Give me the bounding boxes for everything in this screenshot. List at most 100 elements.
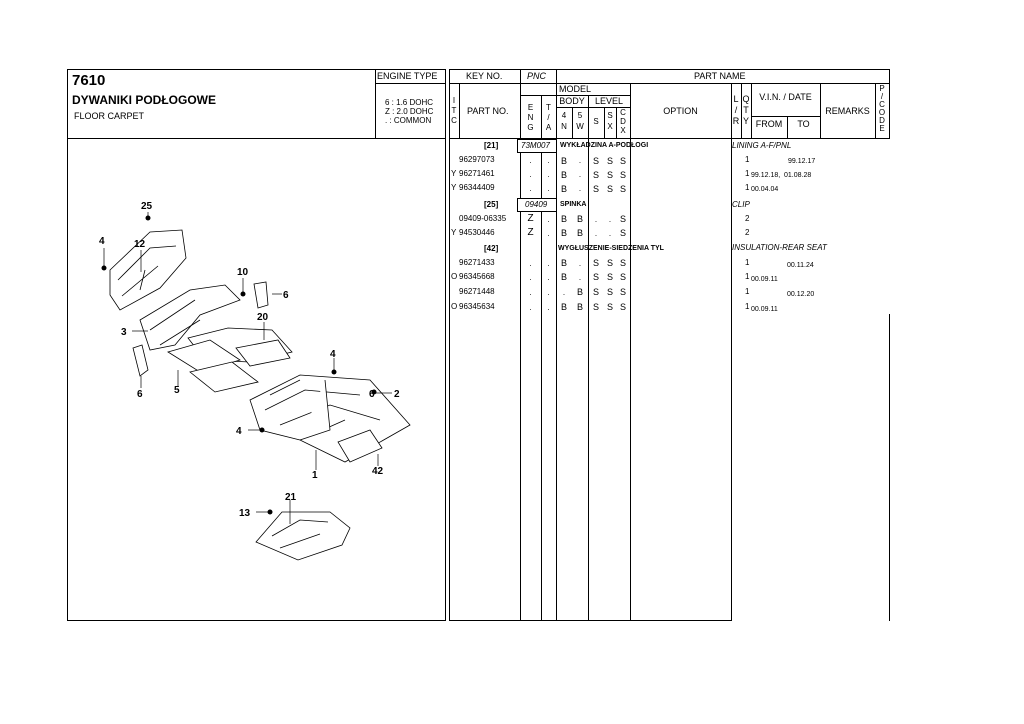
floor-carpet-diagram: 25 4 12 10 6 20 3 4 6 5 6 2 4 1 42 21 13 — [99, 201, 411, 561]
row6-4n: B — [560, 228, 567, 238]
row3-qty: 1 — [745, 183, 750, 192]
row2-qty: 1 — [745, 169, 750, 178]
col-qty-3: Y — [742, 116, 749, 126]
engine-type-label: ENGINE TYPE — [377, 71, 438, 81]
row11-cdx: S — [619, 302, 626, 312]
callout-13: 13 — [239, 508, 251, 519]
row11-5w: B — [576, 302, 583, 312]
col-lr-3: R — [732, 116, 740, 126]
row5-sx: . — [608, 215, 612, 224]
row10-s: S — [592, 287, 599, 297]
row3-part-no: 96344409 — [459, 183, 495, 192]
row1-4n: B — [560, 156, 567, 166]
callout-6-b: 6 — [137, 389, 143, 400]
row10-part-no: 96271448 — [459, 287, 495, 296]
callout-6-a: 6 — [283, 290, 289, 301]
row3-s: S — [592, 184, 599, 194]
callout-42: 42 — [372, 466, 384, 477]
row3-sx: S — [606, 184, 613, 194]
col-4n-2: N — [561, 122, 567, 131]
row2-s: S — [592, 170, 599, 180]
col-part-no: PART NO. — [467, 106, 509, 116]
col-part-name: PART NAME — [694, 71, 746, 81]
col-itc-3: C — [451, 116, 457, 125]
row5-qty: 2 — [745, 214, 750, 223]
col-eng-3: G — [527, 123, 534, 132]
callout-4-a: 4 — [99, 236, 105, 247]
callout-5: 5 — [174, 385, 180, 396]
row5-eng: Z — [527, 213, 534, 224]
col-5w-1: 5 — [577, 111, 583, 120]
col-remarks: REMARKS — [825, 106, 870, 116]
row0-pnc: 73M007 — [521, 141, 550, 150]
row8-part-no: 96271433 — [459, 258, 495, 267]
row2-itc: Y — [451, 169, 457, 178]
col-cdx-1: C — [620, 108, 626, 117]
row3-eng: . — [529, 184, 532, 193]
col-key-no: KEY NO. — [466, 71, 503, 81]
row8-s: S — [592, 258, 599, 268]
row3-itc: Y — [451, 183, 457, 192]
row9-sx: S — [606, 272, 613, 282]
engine-line-3: . : COMMON — [385, 116, 432, 125]
row0-name-pl: WYKŁADZINA A-PODŁOGI — [560, 142, 649, 149]
row9-4n: B — [560, 272, 567, 282]
row8-sx: S — [606, 258, 613, 268]
row9-from: 00.09.11 — [751, 276, 778, 283]
row1-part-no: 96297073 — [459, 155, 495, 164]
col-sx-2: X — [607, 122, 613, 131]
row1-ta: . — [547, 156, 550, 165]
row11-eng: . — [529, 303, 532, 312]
callout-25: 25 — [141, 201, 153, 212]
callout-21: 21 — [285, 492, 297, 503]
col-5w-2: W — [576, 122, 584, 131]
row0-key: [21] — [484, 141, 499, 150]
row11-4n: B — [560, 302, 567, 312]
col-pcode-1: P — [879, 84, 885, 93]
row9-ta: . — [547, 273, 550, 282]
row6-eng: Z — [527, 227, 534, 238]
callout-12: 12 — [134, 239, 146, 250]
row8-5w: . — [578, 259, 582, 268]
row1-qty: 1 — [745, 155, 750, 164]
row7-key: [42] — [484, 244, 499, 253]
row4-name-pl: SPINKA — [560, 201, 587, 208]
row6-5w: B — [576, 228, 583, 238]
row5-ta: . — [547, 215, 550, 224]
row10-ta: . — [547, 288, 550, 297]
row10-5w: B — [576, 287, 583, 297]
row9-qty: 1 — [745, 272, 750, 281]
row11-from: 00.09.11 — [751, 306, 778, 313]
row10-to: 00.12.20 — [787, 291, 815, 298]
col-pcode-6: E — [879, 124, 885, 133]
row6-itc: Y — [451, 228, 457, 237]
row6-cdx: S — [619, 228, 626, 238]
col-pcode-5: D — [879, 116, 885, 125]
row4-key: [25] — [484, 200, 499, 209]
row10-sx: S — [606, 287, 613, 297]
page-code: 7610 — [72, 72, 106, 89]
row5-s: . — [594, 215, 598, 224]
row8-eng: . — [529, 259, 532, 268]
row2-to: 01.08.28 — [784, 172, 812, 179]
col-qty-2: T — [743, 105, 749, 115]
row11-part-no: 96345634 — [459, 302, 495, 311]
callout-4-b: 4 — [330, 349, 336, 360]
row9-5w: . — [578, 273, 582, 282]
col-lr-2: / — [734, 105, 738, 115]
col-cdx-2: D — [620, 117, 626, 126]
col-4n-1: 4 — [561, 111, 567, 120]
callout-3: 3 — [121, 327, 127, 338]
row9-cdx: S — [619, 272, 626, 282]
col-ta-2: / — [547, 113, 550, 122]
col-to: TO — [797, 119, 810, 129]
col-pcode-3: C — [879, 100, 885, 109]
col-itc-1: I — [452, 96, 456, 105]
row5-part-no: 09409-06335 — [459, 214, 507, 223]
row6-part-no: 94530446 — [459, 228, 495, 237]
row2-sx: S — [606, 170, 613, 180]
row8-ta: . — [547, 259, 550, 268]
row3-ta: . — [547, 184, 550, 193]
col-model: MODEL — [558, 84, 591, 94]
row8-to: 00.11.24 — [787, 262, 814, 269]
